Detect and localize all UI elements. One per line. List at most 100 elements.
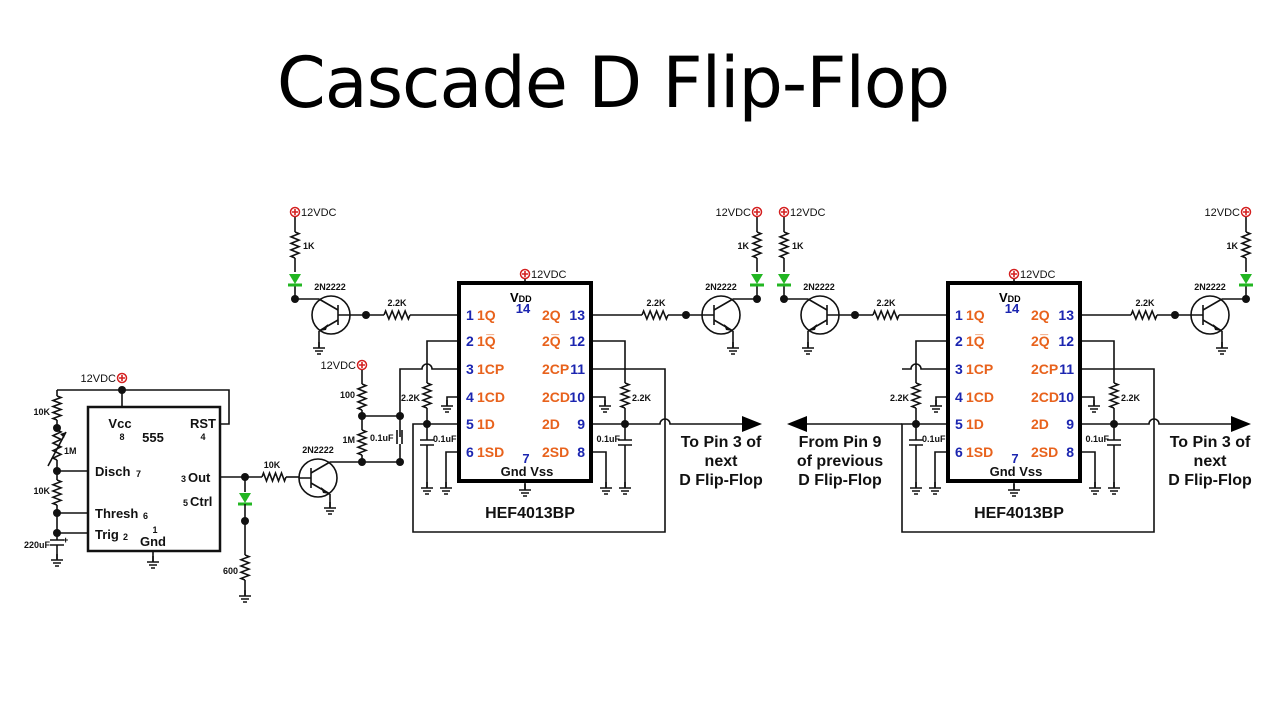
resistor: [750, 231, 764, 259]
note-to-next: next: [1194, 453, 1228, 470]
cap-label: 0.1uF: [370, 433, 394, 443]
resistor: [261, 470, 287, 484]
note-to-next: To Pin 3 of: [681, 434, 762, 451]
supply-label: 12VDC: [716, 207, 752, 219]
resistor: [50, 479, 64, 506]
pin-label: 2D: [1031, 416, 1049, 432]
supply-label: 12VDC: [321, 360, 357, 372]
pin-number: 3: [955, 361, 963, 377]
pin-label: 2CD: [542, 389, 570, 405]
note-from-previous: D Flip-Flop: [798, 472, 882, 489]
wire: [1080, 340, 1115, 383]
wire: [591, 396, 606, 406]
pin-label: 1SD: [966, 444, 993, 460]
pin-number: 1: [955, 307, 963, 323]
supply-label: 12VDC: [531, 269, 567, 281]
ground-icon: [619, 482, 631, 495]
wire: [934, 451, 948, 488]
pin-number: 9: [577, 416, 585, 432]
pin-number: 5: [466, 416, 474, 432]
pin-number: 6: [466, 444, 474, 460]
junction-dot: [53, 467, 61, 475]
pin-label: 1D: [966, 416, 984, 432]
ground-icon: [421, 482, 433, 495]
junction-dot: [1171, 311, 1179, 319]
ground-icon: [147, 556, 159, 569]
note-to-next: To Pin 3 of: [1170, 434, 1251, 451]
pin-label: 2Q̅: [542, 333, 561, 349]
wire: [591, 451, 607, 488]
arrow-icon: [787, 416, 807, 432]
wire: [1080, 418, 1234, 425]
pin-number: 7: [136, 469, 141, 479]
pot-label: 1M: [64, 446, 77, 456]
cap-label: 0.1uF: [596, 434, 620, 444]
ground-icon: [313, 342, 325, 355]
led-icon: [239, 493, 251, 503]
cap-label: 0.1uF: [1085, 434, 1109, 444]
wire: [299, 468, 312, 488]
resistor-label: 1M: [342, 435, 355, 445]
out-label: Out: [188, 470, 211, 485]
emitter-arrow: [321, 487, 330, 494]
pin-number: 8: [1066, 444, 1074, 460]
pin-label: 2CD: [1031, 389, 1059, 405]
ground-icon: [440, 482, 452, 495]
wire: [310, 461, 331, 495]
wire: [1191, 305, 1204, 325]
chip-name: HEF4013BP: [974, 505, 1064, 522]
pin-number: 9: [1066, 416, 1074, 432]
junction-dot: [358, 458, 366, 466]
led-icon: [778, 274, 790, 284]
pin-number: 11: [1059, 361, 1074, 377]
ground-icon: [600, 482, 612, 495]
pin-number: 14: [1005, 301, 1020, 316]
wire: [807, 298, 828, 332]
ground-icon: [519, 484, 531, 497]
resistor-label: 2.2K: [632, 393, 652, 403]
wire: [915, 340, 948, 383]
wire: [318, 298, 339, 332]
resistor: [1130, 308, 1158, 322]
pin-number: 7: [1011, 451, 1018, 466]
vdd-label: VDD: [510, 290, 532, 305]
ground-icon: [51, 554, 63, 567]
pin-number: 11: [570, 361, 585, 377]
resistor-label: 2.2K: [890, 393, 910, 403]
cap-label: 220uF: [24, 540, 51, 550]
pin-number: 2: [955, 333, 963, 349]
ctrl-label: Ctrl: [190, 494, 212, 509]
resistor-label: 1K: [792, 241, 804, 251]
led-icon: [1240, 274, 1252, 284]
resistor-label: 10K: [33, 407, 50, 417]
resistor: [1107, 382, 1121, 409]
potentiometer-arrow: [60, 432, 66, 438]
pin-label: 2CP: [1031, 361, 1058, 377]
resistor: [641, 308, 669, 322]
ground-icon: [910, 482, 922, 495]
pin-number: 7: [522, 451, 529, 466]
wire: [399, 363, 459, 416]
pin-number: 2: [123, 532, 128, 542]
resistor-label: 2.2K: [646, 298, 666, 308]
wire: [1080, 451, 1096, 488]
wire: [713, 298, 734, 332]
arrow-icon: [1231, 416, 1251, 432]
gnd-label: Gnd: [140, 534, 166, 549]
pin-label: 1Q̅: [966, 333, 985, 349]
gnd-vss-label: Gnd Vss: [990, 464, 1043, 479]
resistor-label: 1K: [737, 241, 749, 251]
supply-label: 12VDC: [301, 207, 337, 219]
arrow-icon: [742, 416, 762, 432]
pin-number: 14: [516, 301, 531, 316]
cap-label: 0.1uF: [433, 434, 457, 444]
capacitor: [1107, 439, 1121, 446]
emitter-arrow: [808, 324, 817, 331]
supply-plus-icon: [1243, 209, 1249, 215]
disch-label: Disch: [95, 464, 130, 479]
vdd-label: DD: [519, 294, 532, 304]
wire: [361, 455, 400, 463]
supply-label: 12VDC: [81, 373, 117, 385]
resistor: [872, 308, 900, 322]
resistor-label: 2.2K: [1121, 393, 1141, 403]
